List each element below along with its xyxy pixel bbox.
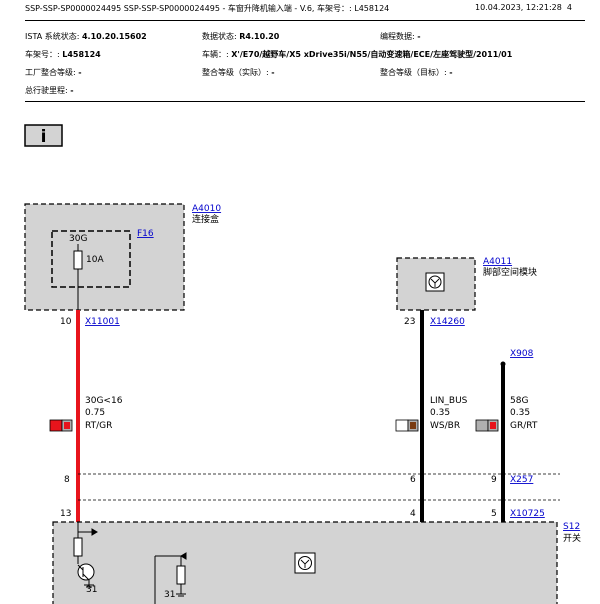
wire1-color: RT/GR [85, 421, 112, 431]
f16-rating: 10A [86, 255, 104, 265]
s12-circuit [73, 522, 187, 604]
programming-data: 编程数据: - [380, 32, 421, 41]
vin-field: 车架号：: L458124 [25, 50, 101, 59]
wire1-pin-mid: 8 [64, 475, 70, 485]
a4010-box [24, 203, 185, 311]
f16-box [51, 230, 131, 288]
ground-1: 31 [86, 585, 97, 595]
wire2-signal: LIN_BUS [430, 396, 468, 406]
a4010-name: 连接盒 [192, 213, 219, 225]
x257-link[interactable]: X257 [510, 475, 533, 485]
wire2-color: WS/BR [430, 421, 460, 431]
wire2-size: 0.35 [430, 408, 450, 418]
wire3-color: GR/RT [510, 421, 538, 431]
wire1-size: 0.75 [85, 408, 105, 418]
wire2-pin-mid: 6 [410, 475, 416, 485]
svg-text:i: i [41, 127, 47, 147]
module-symbol-icon [428, 275, 442, 289]
a4011-link[interactable]: A4011 [483, 257, 512, 267]
ista-status: ISTA 系统状态: 4.10.20.15602 [25, 32, 147, 41]
info-rule [25, 101, 585, 102]
actual-integration-level: 整合等级（实际）: - [202, 68, 275, 77]
mileage-field: 总行驶里程: - [25, 86, 74, 95]
wire1-signal: 30G<16 [85, 396, 123, 406]
x11001-link[interactable]: X11001 [85, 317, 120, 327]
wire3-size: 0.35 [510, 408, 530, 418]
a4010-link[interactable]: A4010 [192, 204, 221, 214]
f16-link[interactable]: F16 [137, 229, 154, 239]
info-icon[interactable]: i [24, 124, 63, 147]
ground-2: 31 [164, 590, 175, 600]
x10725-link[interactable]: X10725 [510, 509, 545, 519]
a4011-name: 脚部空间模块 [483, 266, 537, 278]
s12-name: 开关 [563, 532, 581, 544]
x908-link[interactable]: X908 [510, 349, 534, 359]
wire2-color-swatch [395, 419, 419, 432]
page-header: SSP-SSP-SP0000024495 SSP-SSP-SP000002449… [25, 3, 600, 17]
wire3-pin-bot: 5 [491, 509, 497, 519]
wire2-pin-bot: 4 [410, 509, 416, 519]
wire2-pin-top: 23 [404, 317, 415, 327]
s12-module-icon [294, 552, 316, 574]
header-datetime: 10.04.2023, 12:21:28 4 [475, 3, 573, 12]
wire3-signal: 58G [510, 396, 528, 406]
x14260-link[interactable]: X14260 [430, 317, 465, 327]
wire1-pin-top: 10 [60, 317, 72, 327]
vehicle-field: 车辆：: X'/E70/越野车/X5 xDrive35i/N55/自动变速箱/E… [202, 50, 513, 59]
wire1-pin-bot: 13 [60, 509, 71, 519]
header-title: SSP-SSP-SP0000024495 SSP-SSP-SP000002449… [25, 4, 390, 13]
s12-link[interactable]: S12 [563, 522, 580, 532]
fuse-icon [73, 250, 83, 270]
header-rule [25, 20, 585, 21]
f16-label: 30G [69, 234, 87, 244]
page-number: 4 [566, 3, 573, 12]
target-integration-level: 整合等级（目标）: - [380, 68, 453, 77]
factory-integration-level: 工厂整合等级: - [25, 68, 82, 77]
wire3-pin-mid: 9 [491, 475, 497, 485]
data-status: 数据状态: R4.10.20 [202, 32, 280, 41]
wire3-color-swatch [475, 419, 499, 432]
wire1-color-swatch [49, 419, 73, 432]
